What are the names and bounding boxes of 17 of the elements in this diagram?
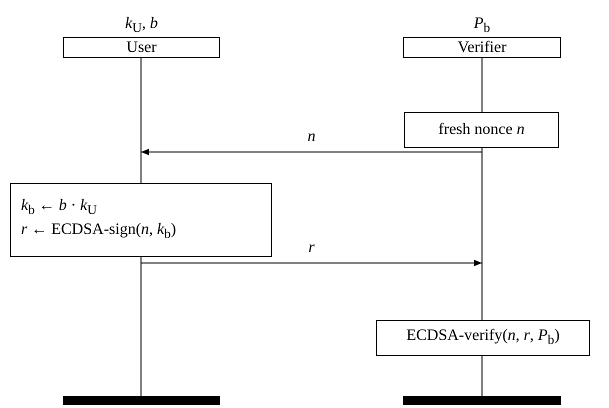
lifeline — [140, 256, 142, 396]
formula-text: r ← ECDSA-sign(n, k$_{b}$) — [21, 220, 176, 244]
process-box — [376, 320, 590, 356]
lifeline-end-bar — [403, 396, 561, 405]
message-arrow — [140, 148, 482, 156]
box-label: ECDSA-verify(n, r, P$_{b}$) — [406, 326, 560, 350]
message-arrow — [140, 260, 482, 266]
participant-box — [63, 37, 220, 58]
box-label: User — [126, 38, 157, 58]
process-box — [404, 112, 559, 148]
lifeline — [140, 58, 142, 184]
lifeline-end-bar — [63, 396, 220, 405]
participant-box — [403, 37, 561, 58]
box-label: fresh nonce n — [438, 120, 525, 140]
formula-text: k$_{b}$ ← b · k$_{U}$ — [21, 196, 97, 219]
process-box — [10, 183, 272, 257]
box-label: Verifier — [458, 38, 506, 58]
